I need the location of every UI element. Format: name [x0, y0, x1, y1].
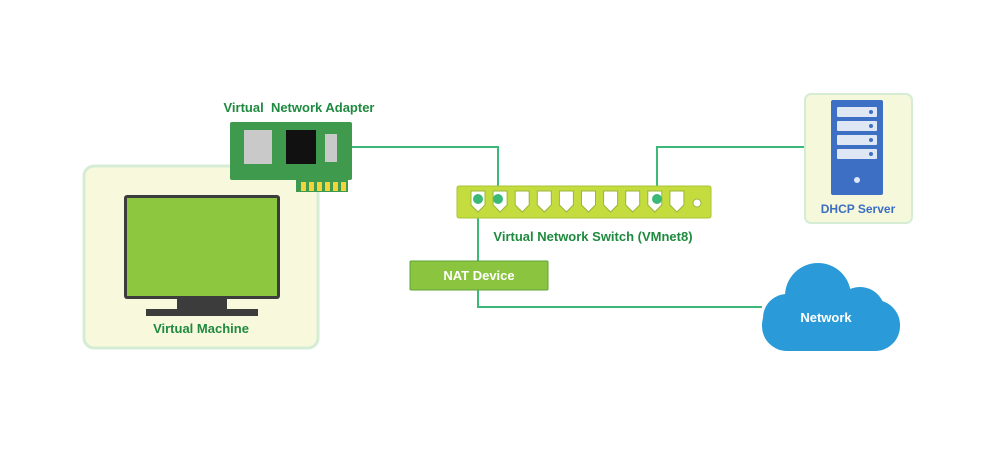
- switch-port: [581, 190, 596, 213]
- port-connector-nat: [473, 194, 483, 204]
- virtual-machine-node: Virtual Machine: [82, 164, 320, 350]
- dhcp-server-node: DHCP Server: [804, 93, 913, 224]
- edge-adapter-switch: [352, 146, 499, 199]
- port-connector-adapter: [493, 194, 503, 204]
- network-adapter-node: Virtual Network Adapter: [224, 100, 375, 192]
- vm-label: Virtual Machine: [153, 321, 249, 336]
- cloud-icon: [762, 263, 900, 351]
- network-switch-node: Virtual Network Switch (VMnet8): [456, 185, 712, 244]
- dhcp-label: DHCP Server: [821, 202, 896, 216]
- switch-port: [536, 190, 552, 213]
- switch-port: [669, 190, 685, 213]
- network-node: Network: [762, 263, 900, 351]
- adapter-label: Virtual Network Adapter: [224, 100, 375, 115]
- edge-nat-network: [477, 289, 762, 308]
- edge-switch-dhcp: [656, 146, 807, 199]
- nat-device-node: NAT Device: [409, 260, 549, 291]
- monitor-icon: [124, 195, 280, 316]
- switch-port: [514, 190, 530, 213]
- switch-port: [603, 190, 619, 213]
- network-card-icon: [230, 122, 352, 192]
- switch-led: [692, 198, 702, 208]
- network-label: Network: [800, 310, 852, 325]
- switch-port: [625, 190, 641, 213]
- switch-label: Virtual Network Switch (VMnet8): [493, 229, 692, 244]
- port-connector-dhcp: [652, 194, 662, 204]
- nat-box: [409, 260, 549, 291]
- nat-label: NAT Device: [443, 268, 514, 283]
- server-tower-icon: [831, 100, 883, 195]
- switch-port: [558, 190, 574, 213]
